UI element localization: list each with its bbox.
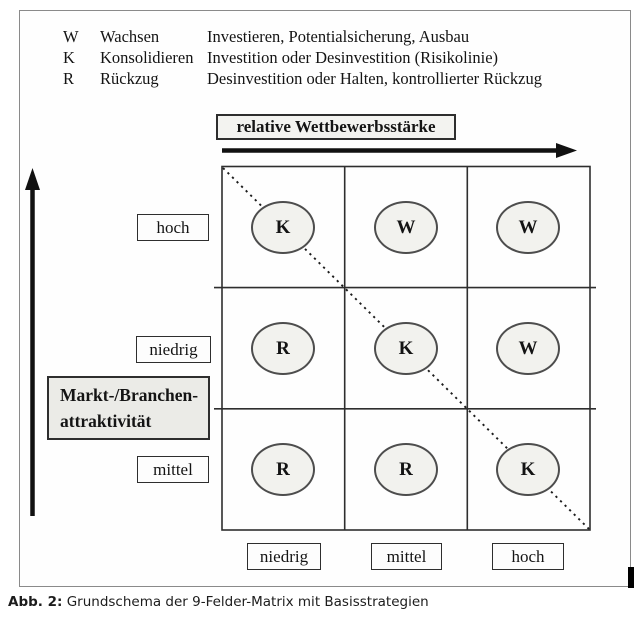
x-axis-title: relative Wettbewerbsstärke [216, 114, 456, 140]
y-axis-title-line2: attraktivität [60, 411, 152, 431]
legend-description: Investieren, Potentialsicherung, Ausbau [207, 27, 470, 46]
legend-symbol: K [63, 48, 75, 67]
matrix-grid [214, 165, 596, 531]
scan-artifact-mark [628, 567, 634, 588]
legend-row-wachsen: W Wachsen Investieren, Potentialsicherun… [63, 26, 542, 47]
matrix-cell-circle: W [496, 322, 560, 375]
x-axis-arrow [222, 143, 577, 158]
strategy-legend: W Wachsen Investieren, Potentialsicherun… [63, 26, 542, 89]
legend-name: Rückzug [100, 69, 159, 88]
legend-description: Investition oder Desinvestition (Risikol… [207, 48, 499, 67]
matrix-cell-circle: K [251, 201, 315, 254]
legend-description: Desinvestition oder Halten, kontrolliert… [207, 69, 542, 88]
legend-symbol: R [63, 69, 75, 88]
figure-caption: Abb. 2: Grundschema der 9-Felder-Matrix … [8, 594, 429, 610]
legend-name: Wachsen [100, 27, 160, 46]
matrix-cell-circle: R [374, 443, 438, 496]
legend-symbol: W [63, 27, 79, 46]
x-tick-niedrig: niedrig [247, 543, 321, 570]
legend-row-rueckzug: R Rückzug Desinvestition oder Halten, ko… [63, 68, 542, 89]
legend-row-konsolidieren: K Konsolidieren Investition oder Desinve… [63, 47, 542, 68]
y-axis-title-line1: Markt-/Branchen- [60, 385, 199, 405]
y-tick-niedrig: niedrig [136, 336, 211, 363]
caption-label: Abb. 2: [8, 594, 63, 610]
caption-text: Grundschema der 9-Felder-Matrix mit Basi… [62, 594, 429, 610]
legend-name: Konsolidieren [100, 48, 194, 67]
y-tick-hoch: hoch [137, 214, 209, 241]
y-axis-title: Markt-/Branchen- attraktivität [47, 376, 210, 440]
x-tick-mittel: mittel [371, 543, 442, 570]
y-tick-mittel: mittel [137, 456, 209, 483]
matrix-cell-circle: W [496, 201, 560, 254]
matrix-cell-circle: K [374, 322, 438, 375]
matrix-cell-circle: K [496, 443, 560, 496]
x-tick-hoch: hoch [492, 543, 564, 570]
matrix-cell-circle: R [251, 322, 315, 375]
y-axis-arrow [25, 168, 40, 516]
matrix-cell-circle: W [374, 201, 438, 254]
matrix-cell-circle: R [251, 443, 315, 496]
